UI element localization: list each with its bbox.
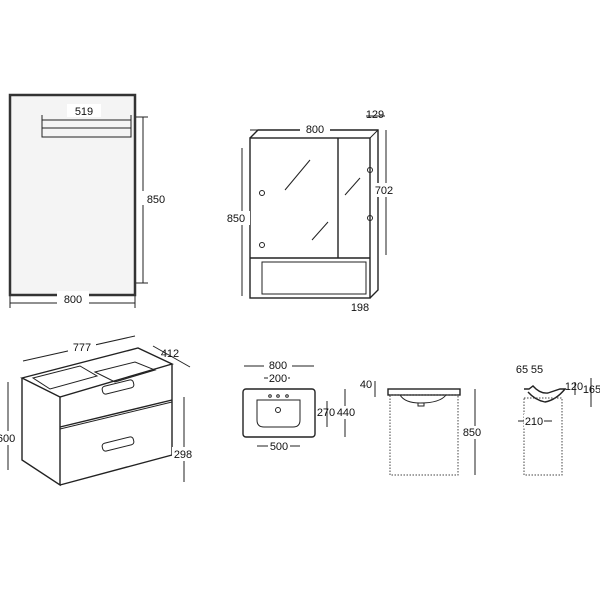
vanity-unit-drawing: 777 412 600 298 <box>0 335 196 487</box>
section-width-label: 210 <box>525 416 543 428</box>
basin-tap-spacing-label: 200 <box>269 373 287 385</box>
basin-thickness-label: 40 <box>360 379 372 391</box>
mirror-height-label: 850 <box>147 194 165 206</box>
cabinet-height-label: 850 <box>227 213 245 225</box>
cabinet-width-label: 800 <box>306 124 324 136</box>
mirror-cabinet-drawing: 800 129 850 702 198 <box>226 109 397 314</box>
basin-bowl-depth-label: 270 <box>317 407 335 419</box>
vanity-depth-label: 412 <box>161 348 179 360</box>
basin-section-view: 65 55 120 165 210 <box>516 364 600 476</box>
section-dim-a-label: 65 <box>516 364 528 376</box>
mirror-frame <box>8 93 137 297</box>
cabinet-depth-label: 129 <box>366 109 384 121</box>
mirror-width-label: 800 <box>64 294 82 306</box>
mirror-light-width-label: 519 <box>75 106 93 118</box>
mirror-light <box>41 127 132 138</box>
basin-depth-label: 440 <box>337 407 355 419</box>
mirror-drawing: 519 850 800 <box>8 93 168 308</box>
vanity-width-label: 777 <box>73 342 91 354</box>
section-dim-b-label: 55 <box>531 364 543 376</box>
basin-front-view: 40 850 <box>360 379 485 476</box>
section-total-depth-label: 165 <box>583 384 600 396</box>
basin-bowl-width-label: 500 <box>270 441 288 453</box>
vanity-drawer-height-label: 298 <box>174 449 192 461</box>
vanity-height-label: 600 <box>0 433 15 445</box>
installation-height-label: 850 <box>463 427 481 439</box>
basin-width-label: 800 <box>269 360 287 372</box>
basin-top-view: 800 200 500 270 440 <box>242 359 356 453</box>
section-bowl-depth-label: 120 <box>565 381 583 393</box>
cabinet-shelf-depth-label: 198 <box>351 302 369 314</box>
cabinet-door-height-label: 702 <box>375 185 393 197</box>
